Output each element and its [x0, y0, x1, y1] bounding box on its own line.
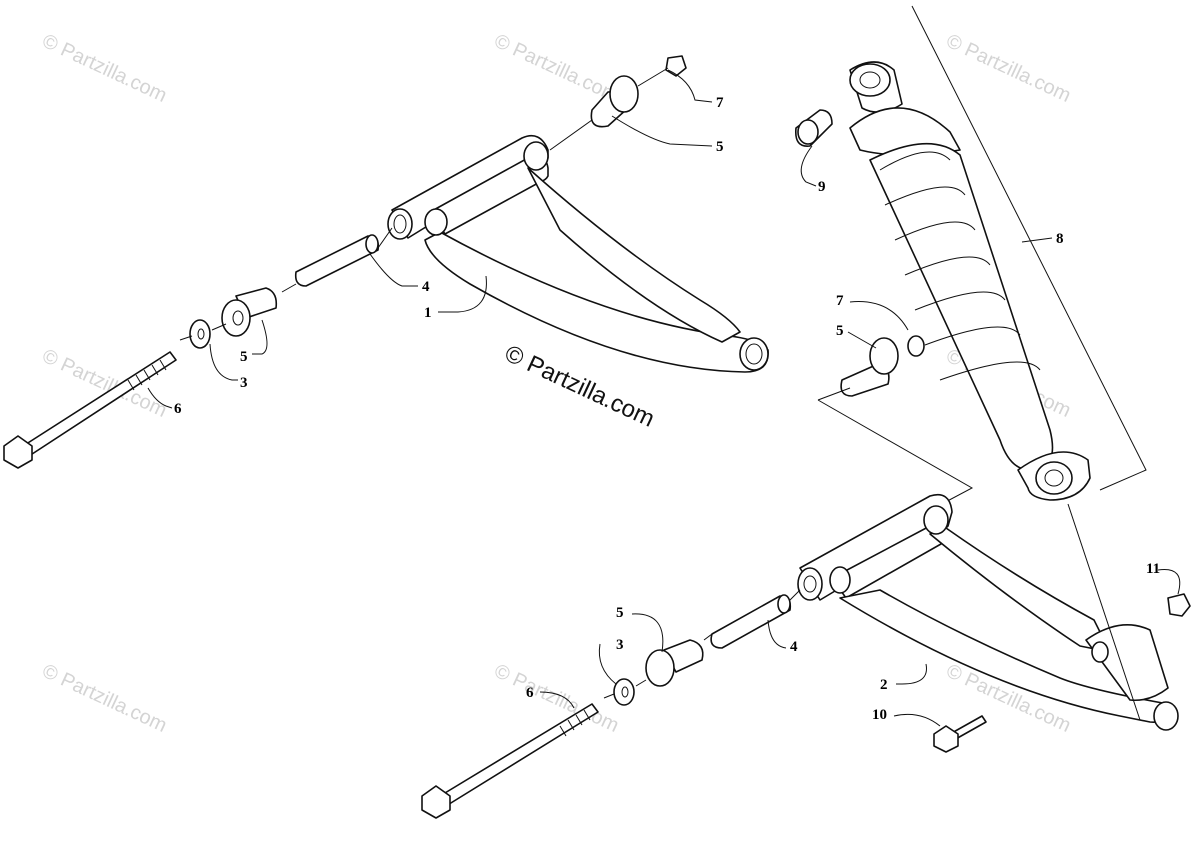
callout-9: 9	[818, 179, 826, 195]
shock-absorber	[849, 61, 1091, 501]
bolt	[421, 703, 599, 819]
bolt	[3, 351, 177, 469]
lower-a-arm	[797, 493, 1179, 731]
callout-11: 11	[1146, 561, 1161, 577]
callout-5: 5	[240, 349, 248, 365]
callout-4: 4	[422, 279, 430, 295]
callout-1: 1	[424, 305, 432, 321]
callout-3: 3	[616, 637, 624, 653]
callout-2: 2	[880, 677, 888, 693]
callout-10: 10	[872, 707, 887, 723]
callout-5: 5	[836, 323, 844, 339]
callout-6: 6	[526, 685, 534, 701]
upper-a-arm	[387, 134, 769, 373]
callout-8: 8	[1056, 231, 1064, 247]
callout-6: 6	[174, 401, 182, 417]
callout-3: 3	[240, 375, 248, 391]
callout-7: 7	[836, 293, 844, 309]
callout-5: 5	[716, 139, 724, 155]
callout-7: 7	[716, 95, 724, 111]
callout-5: 5	[616, 605, 624, 621]
callout-4: 4	[790, 639, 798, 655]
